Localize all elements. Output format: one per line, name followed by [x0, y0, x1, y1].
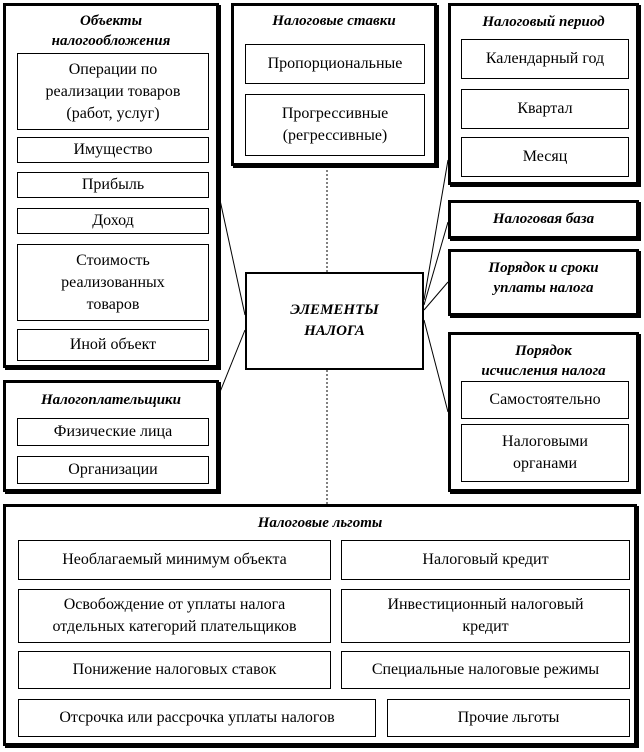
object-profit: Прибыль — [17, 172, 209, 198]
connector-objects — [219, 199, 246, 316]
base-title: Налоговая база — [492, 211, 595, 227]
connector-period — [423, 159, 449, 301]
payers-panel: Налогоплательщики Физические лица Органи… — [3, 380, 219, 492]
benefit-other: Прочие льготы — [387, 699, 630, 737]
payment-panel: Порядок и сроки уплаты налога — [448, 249, 639, 316]
base-panel: Налоговая база — [448, 200, 639, 239]
objects-title: Объекты налогообложения — [51, 13, 171, 49]
calc-self: Самостоятельно — [461, 381, 629, 419]
period-title: Налоговый период — [482, 14, 605, 30]
object-other: Иной объект — [17, 329, 209, 361]
benefit-deferral: Отсрочка или рассрочка уплаты налогов — [18, 699, 376, 737]
object-income: Доход — [17, 208, 209, 234]
benefit-nontaxable-minimum: Необлагаемый минимум объекта — [18, 540, 331, 580]
payer-individuals: Физические лица — [17, 418, 209, 446]
benefit-special-regimes: Специальные налоговые режимы — [341, 651, 630, 689]
rate-proportional: Пропорциональные — [245, 44, 425, 84]
payment-title: Порядок и сроки уплаты налога — [488, 260, 599, 296]
calc-title: Порядок исчисления налога — [481, 343, 606, 379]
connector-payers — [219, 329, 246, 393]
benefit-tax-credit: Налоговый кредит — [341, 540, 630, 580]
period-panel: Налоговый период Календарный год Квартал… — [448, 3, 639, 185]
period-quarter: Квартал — [461, 89, 629, 129]
calc-panel: Порядок исчисления налога Самостоятельно… — [448, 332, 639, 492]
period-month: Месяц — [461, 137, 629, 177]
payers-title: Налогоплательщики — [40, 392, 182, 408]
object-property: Имущество — [17, 137, 209, 163]
rates-panel: Налоговые ставки Пропорциональные Прогре… — [231, 3, 437, 166]
connector-calc — [423, 319, 449, 413]
period-calendar-year: Календарный год — [461, 39, 629, 79]
benefits-title: Налоговые льготы — [257, 515, 383, 531]
rates-title: Налоговые ставки — [272, 13, 396, 29]
benefit-reduced-rates: Понижение налоговых ставок — [18, 651, 331, 689]
connector-payment — [423, 281, 449, 311]
connector-base — [423, 221, 449, 306]
rate-progressive: Прогрессивные(регрессивные) — [245, 94, 425, 156]
benefits-panel: Налоговые льготы Необлагаемый минимум об… — [3, 504, 637, 746]
payer-organizations: Организации — [17, 456, 209, 484]
